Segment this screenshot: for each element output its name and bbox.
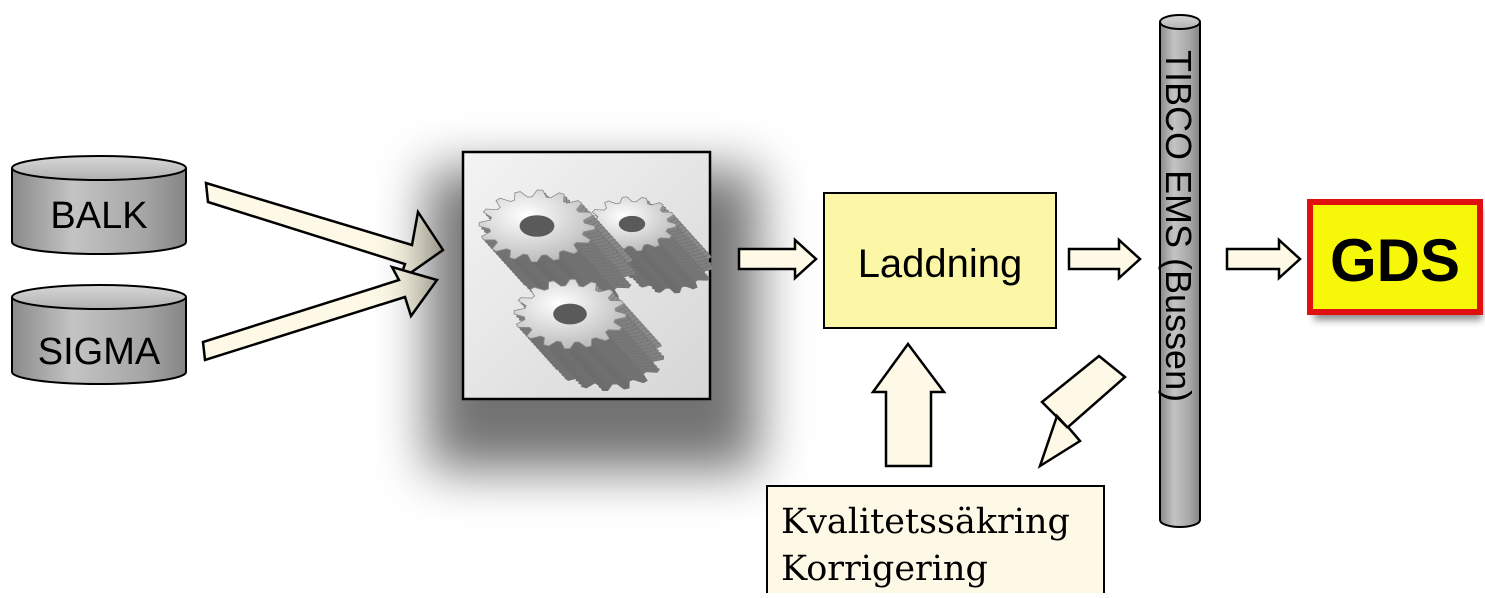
database-sigma-label: SIGMA [38,331,161,373]
laddning-label: Laddning [858,242,1023,286]
gds-box: GDS [1307,199,1483,320]
arrow-bus-to-gds [1225,237,1302,281]
arrow-quality-to-laddning [870,341,947,468]
arrow-laddning-to-bus [1067,237,1142,281]
database-balk-label: BALK [50,195,147,237]
gears-icon [478,189,715,392]
arrow-sigma-to-processor [201,264,440,362]
bus-label: TIBCO EMS (Bussen) [1158,50,1199,402]
gear-front [513,278,665,392]
gds-label: GDS [1330,227,1460,294]
quality-box: Kvalitetssäkring Korrigering [766,485,1105,598]
tibco-ems-bus: TIBCO EMS (Bussen) [1158,14,1201,528]
quality-line-1: Kvalitetssäkring [781,502,1070,542]
database-sigma: SIGMA [11,284,187,385]
quality-line-2: Korrigering [781,549,988,589]
arrow-bus-to-quality [1037,354,1127,469]
processor-box [428,150,758,470]
arrow-balk-to-processor [204,181,445,285]
gear-back-left [478,189,636,308]
arrow-processor-to-laddning [737,237,818,281]
laddning-box: Laddning [823,192,1057,329]
database-balk: BALK [11,155,187,255]
